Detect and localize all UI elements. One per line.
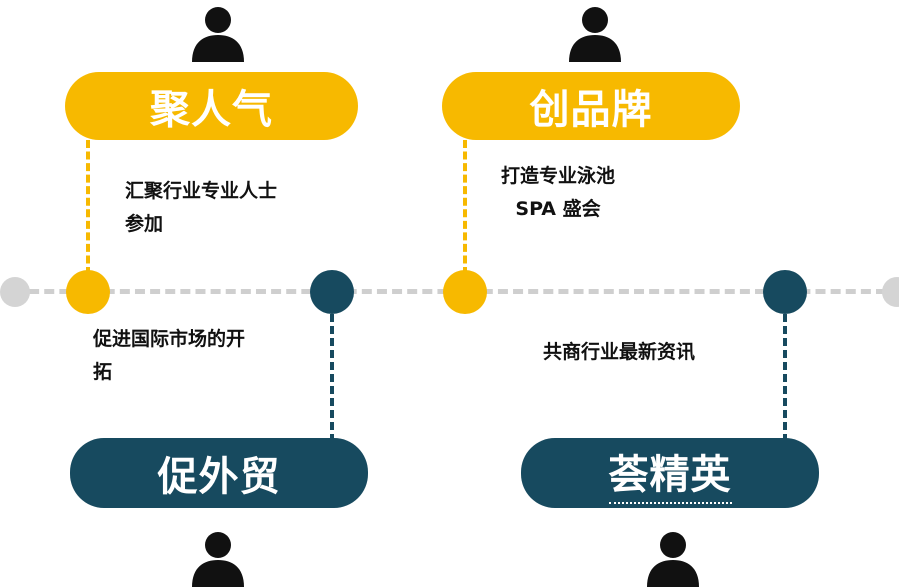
description-line: 拓 [93, 361, 113, 384]
timeline-start-dot [0, 277, 30, 307]
stage-description: 汇聚行业专业人士 参加 [125, 175, 277, 242]
timeline-end-dot [882, 277, 899, 307]
description-line: 共商行业最新资讯 [543, 341, 696, 363]
stage-connector [86, 140, 90, 275]
stage-title-pill: 促外贸 [70, 438, 368, 508]
stage-description: 促进国际市场的开 拓 [93, 323, 245, 390]
stage-title: 荟精英 [608, 442, 732, 504]
stage-connector [330, 314, 334, 442]
timeline-node [443, 270, 487, 314]
stage-title-pill: 创品牌 [442, 72, 740, 140]
timeline-node [763, 270, 807, 314]
stage-title-pill: 聚人气 [65, 72, 358, 140]
stage-description: 共商行业最新资讯 [543, 336, 695, 369]
person-icon [188, 527, 248, 587]
person-icon [565, 2, 625, 62]
person-icon [188, 2, 248, 62]
description-line: 促进国际市场的开 [93, 328, 246, 350]
stage-title: 创品牌 [529, 87, 653, 133]
stage-connector [783, 314, 787, 442]
description-line: 汇聚行业专业人士 [125, 180, 278, 202]
timeline-node [66, 270, 110, 314]
stage-title: 聚人气 [150, 87, 273, 133]
person-icon [643, 527, 703, 587]
description-line: 打造专业泳池 [501, 165, 616, 187]
stage-connector [463, 140, 467, 275]
stage-title-pill: 荟精英 [521, 438, 819, 508]
description-line: SPA 盛会 [515, 198, 601, 221]
stage-description: 打造专业泳池 SPA 盛会 [501, 160, 615, 227]
timeline-node [310, 270, 354, 314]
stage-title: 促外贸 [157, 454, 281, 500]
description-line: 参加 [125, 213, 164, 236]
